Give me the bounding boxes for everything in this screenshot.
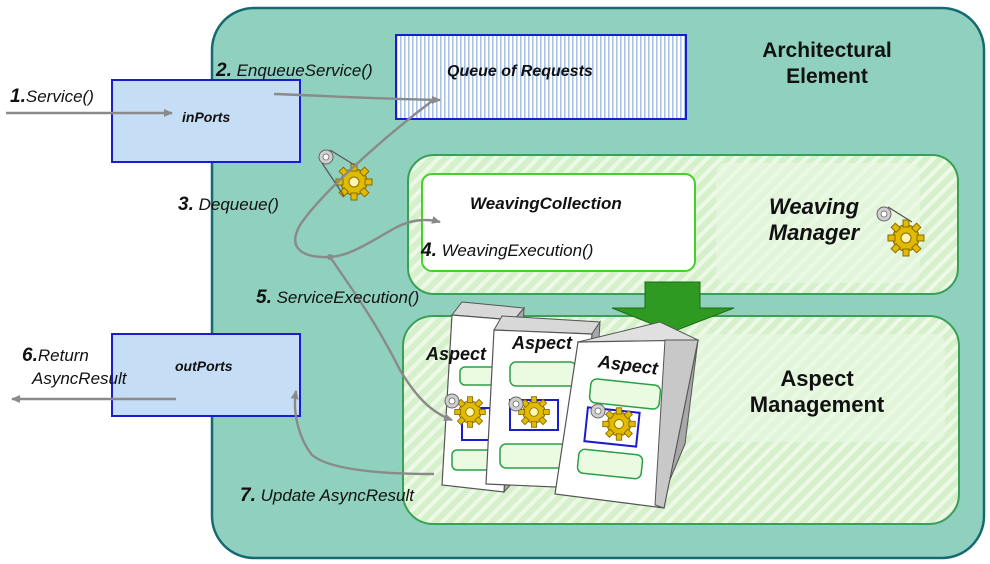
outports-box[interactable]: [111, 333, 301, 417]
outports-label: outPorts: [175, 358, 233, 374]
step-6-label: 6.Return AsyncResult: [22, 345, 127, 388]
arrow-enqueue: [273, 92, 441, 104]
gear-icon-main: [318, 149, 373, 201]
big-down-arrow: [611, 281, 735, 333]
weaving-collection-box[interactable]: [421, 173, 696, 272]
queue-of-requests-box[interactable]: [395, 34, 687, 120]
weaving-collection-label: WeavingCollection: [470, 194, 622, 213]
inports-box[interactable]: [111, 79, 301, 163]
aspect-management-title: Aspect Management: [749, 366, 885, 417]
gear-icon-weaving-manager: [876, 206, 925, 257]
aspect-card-1-label: Aspect: [426, 344, 487, 364]
step-2-label: 2. EnqueueService(): [216, 60, 373, 81]
aspect-card-2-label: Aspect: [512, 333, 573, 353]
weaving-manager-title: Weaving Manager: [768, 194, 860, 245]
step-5-label: 5. ServiceExecution(): [256, 287, 420, 308]
step-1-label: 1.Service(): [10, 86, 94, 107]
inports-label: inPorts: [182, 109, 231, 125]
step-3-label: 3. Dequeue(): [178, 194, 279, 215]
arrow-service-execution: [329, 256, 453, 422]
architectural-element-title: Architectural Element: [762, 39, 892, 88]
arrow-dequeue: [294, 97, 441, 259]
step-7-label: 7. Update AsyncResult: [240, 485, 414, 506]
aspect-card-3[interactable]: [554, 321, 700, 509]
step-4-label: 4. WeavingExecution(): [421, 240, 594, 261]
queue-label: Queue of Requests: [447, 63, 593, 80]
arrow-update-asyncresult: [290, 390, 435, 476]
